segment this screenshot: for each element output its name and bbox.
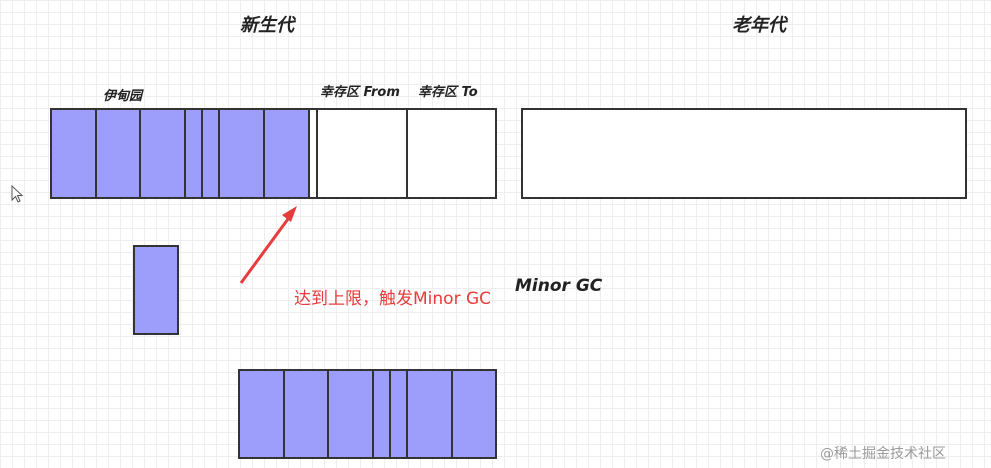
survivor-divider: [406, 110, 408, 197]
eden-filled-region: [52, 110, 309, 197]
eden-object-divider: [184, 110, 186, 197]
eden-object-divider: [263, 110, 265, 197]
eden-object-divider: [139, 110, 141, 197]
mouse-pointer-icon: [11, 185, 24, 203]
old-generation-area: [521, 108, 967, 199]
trigger-note: 达到上限，触发Minor GC: [294, 289, 492, 309]
watermark-text: @稀土掘金技术社区: [820, 446, 946, 462]
object-divider: [327, 371, 329, 457]
new-object-block: [133, 245, 179, 335]
object-divider: [372, 371, 374, 457]
survivor-to-label: 幸存区 To: [418, 85, 478, 100]
eden-object-divider: [95, 110, 97, 197]
young-generation-title: 新生代: [240, 15, 294, 36]
eden-object-divider: [201, 110, 203, 197]
eden-label: 伊甸园: [103, 89, 143, 104]
minor-gc-label: Minor GC: [515, 276, 603, 296]
eden-object-divider: [308, 110, 310, 197]
object-divider: [283, 371, 285, 457]
eden-objects-group: [238, 369, 497, 459]
object-divider: [406, 371, 408, 457]
object-divider: [389, 371, 391, 457]
eden-object-divider: [218, 110, 220, 197]
survivor-from-label: 幸存区 From: [320, 85, 400, 100]
eden-end-divider: [316, 110, 318, 197]
object-divider: [451, 371, 453, 457]
young-generation-area: [50, 108, 497, 199]
old-generation-title: 老年代: [732, 15, 786, 36]
